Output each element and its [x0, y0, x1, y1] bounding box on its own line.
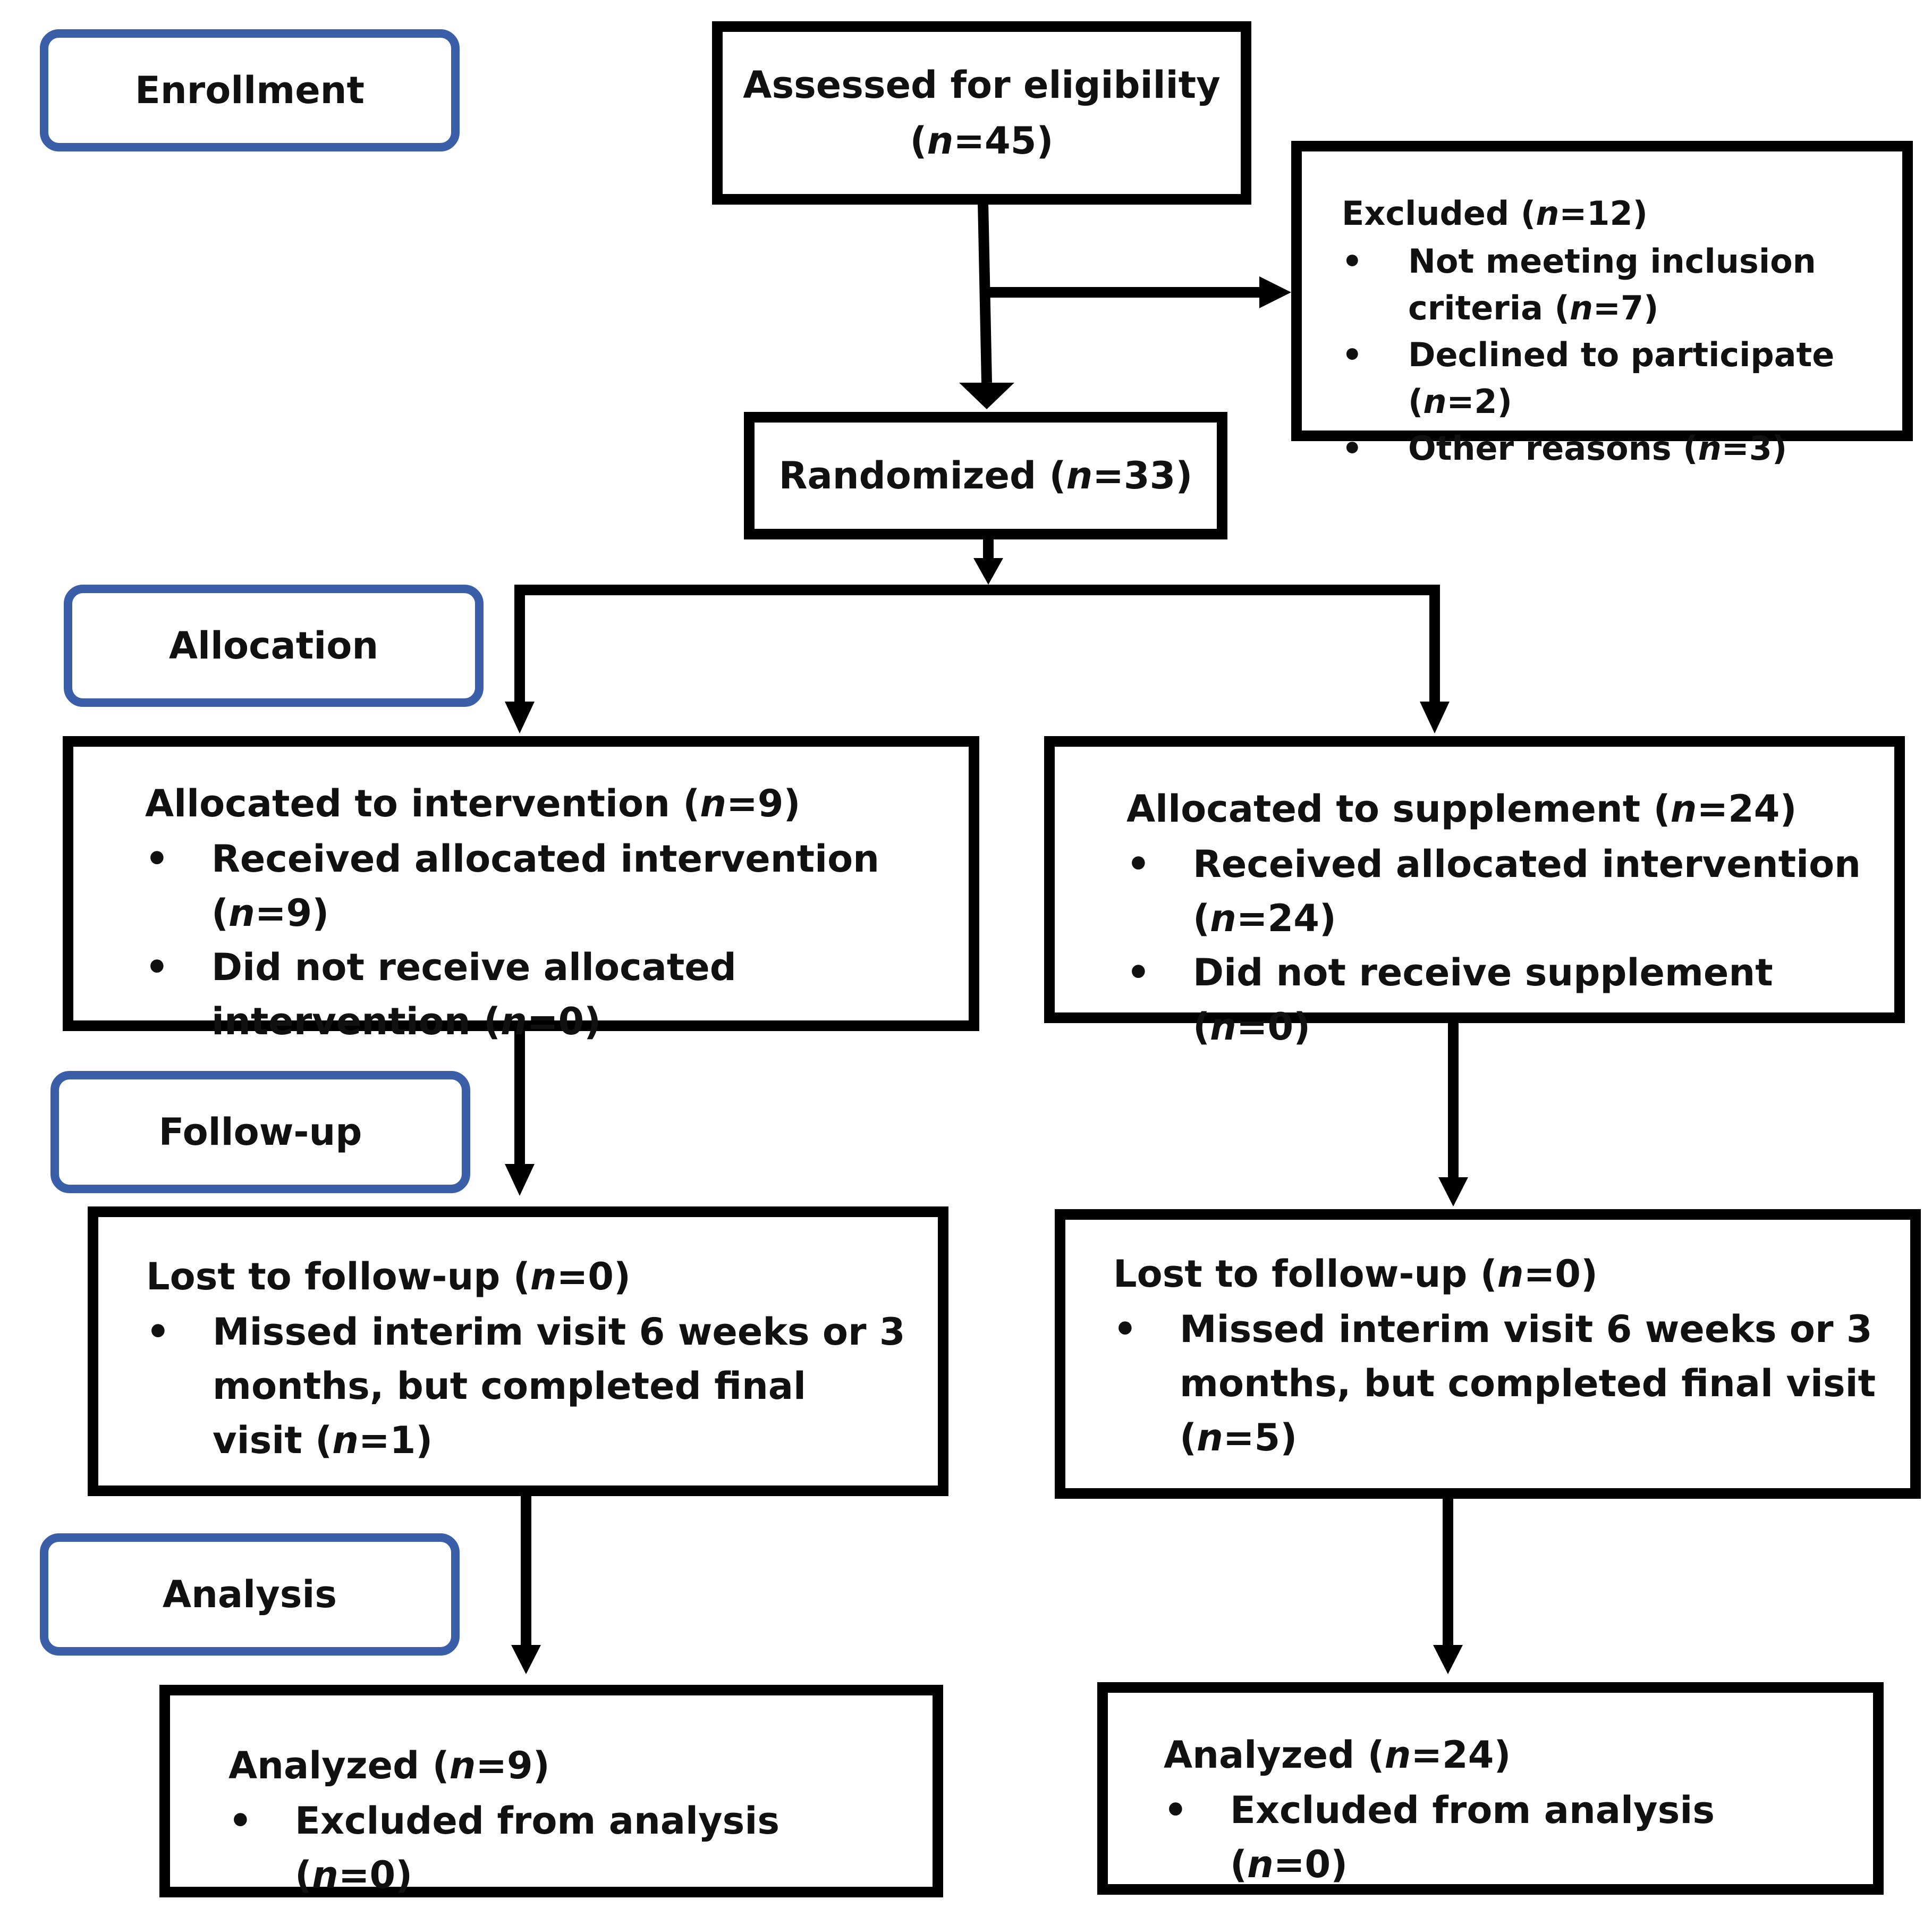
list-item: Did not receive allocated intervention (…: [145, 940, 937, 1049]
stage-enrollment: Enrollment: [40, 29, 460, 151]
list-item: Excluded from analysis (n=0): [1164, 1783, 1841, 1892]
analyzed-intervention-box: Analyzed (n=9) Excluded from analysis (n…: [159, 1685, 943, 1897]
arrowhead-excluded: [1259, 276, 1291, 308]
arrowhead-followup-intervention: [505, 1164, 535, 1196]
list-item: Declined to participate (n=2): [1342, 332, 1870, 425]
followup-intervention-box: Lost to follow-up (n=0) Missed interim v…: [88, 1206, 948, 1496]
arrowhead-analyzed-supplement: [1433, 1645, 1463, 1674]
list-item: Missed interim visit 6 weeks or 3 months…: [146, 1305, 906, 1467]
stage-allocation-label: Allocation: [168, 624, 379, 668]
analyzed-intervention-heading: Analyzed (n=9): [228, 1744, 550, 1787]
alloc-intervention-list: Received allocated intervention (n=9) Di…: [145, 832, 937, 1049]
followup-supplement-heading: Lost to follow-up (n=0): [1113, 1252, 1598, 1296]
list-item: Received allocated intervention (n=24): [1126, 837, 1862, 946]
list-item: Did not receive supplement (n=0): [1126, 946, 1862, 1054]
list-item: Other reasons (n=3): [1342, 425, 1870, 472]
arrowhead-split: [973, 558, 1003, 585]
stage-enrollment-label: Enrollment: [135, 69, 365, 112]
arrowhead-alloc-supplement: [1420, 702, 1450, 733]
followup-intervention-heading: Lost to follow-up (n=0): [146, 1255, 631, 1298]
stage-followup-label: Follow-up: [158, 1110, 362, 1154]
arrowhead-followup-supplement: [1438, 1177, 1468, 1206]
alloc-supplement-heading: Allocated to supplement (n=24): [1126, 787, 1797, 831]
analyzed-supplement-box: Analyzed (n=24) Excluded from analysis (…: [1097, 1682, 1884, 1895]
followup-intervention-list: Missed interim visit 6 weeks or 3 months…: [146, 1305, 906, 1467]
list-item: Not meeting inclusion criteria (n=7): [1342, 238, 1870, 332]
analyzed-supplement-list: Excluded from analysis (n=0): [1164, 1783, 1841, 1892]
alloc-intervention-heading: Allocated to intervention (n=9): [145, 782, 801, 825]
list-item: Missed interim visit 6 weeks or 3 months…: [1113, 1302, 1878, 1465]
arrowhead-alloc-intervention: [505, 702, 535, 733]
analyzed-intervention-list: Excluded from analysis (n=0): [228, 1794, 901, 1902]
analyzed-supplement-heading: Analyzed (n=24): [1164, 1733, 1511, 1777]
assessed-box: Assessed for eligibility (n=45): [712, 21, 1251, 205]
stage-analysis-label: Analysis: [162, 1573, 337, 1616]
arrowhead-analyzed-intervention: [511, 1645, 541, 1674]
list-item: Excluded from analysis (n=0): [228, 1794, 901, 1902]
alloc-supplement-box: Allocated to supplement (n=24) Received …: [1044, 736, 1905, 1049]
randomized-label: Randomized (n=33): [778, 453, 1193, 497]
alloc-supplement-list: Received allocated intervention (n=24) D…: [1126, 837, 1862, 1054]
stage-analysis: Analysis: [40, 1533, 460, 1656]
stage-followup: Follow-up: [50, 1071, 470, 1193]
arrowhead-randomized: [959, 383, 1014, 409]
followup-supplement-box: Lost to follow-up (n=0) Missed interim v…: [1055, 1209, 1921, 1499]
assessed-label: Assessed for eligibility: [743, 63, 1221, 107]
randomized-box: Randomized (n=33): [744, 412, 1227, 539]
excluded-box: Excluded (n=12) Not meeting inclusion cr…: [1291, 141, 1913, 472]
assessed-count: (n=45): [910, 119, 1054, 163]
list-item: Received allocated intervention (n=9): [145, 832, 937, 940]
stage-allocation: Allocation: [64, 585, 484, 707]
alloc-intervention-box: Allocated to intervention (n=9) Received…: [63, 736, 979, 1043]
excluded-heading: Excluded (n=12): [1342, 194, 1648, 233]
followup-supplement-list: Missed interim visit 6 weeks or 3 months…: [1113, 1302, 1878, 1465]
excluded-list: Not meeting inclusion criteria (n=7) Dec…: [1342, 238, 1870, 472]
